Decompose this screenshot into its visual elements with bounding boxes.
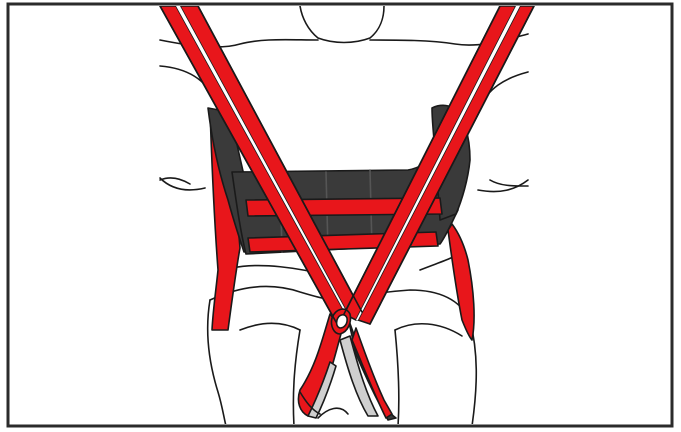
sling-harness-illustration — [0, 0, 681, 432]
illustration-frame — [0, 0, 681, 432]
